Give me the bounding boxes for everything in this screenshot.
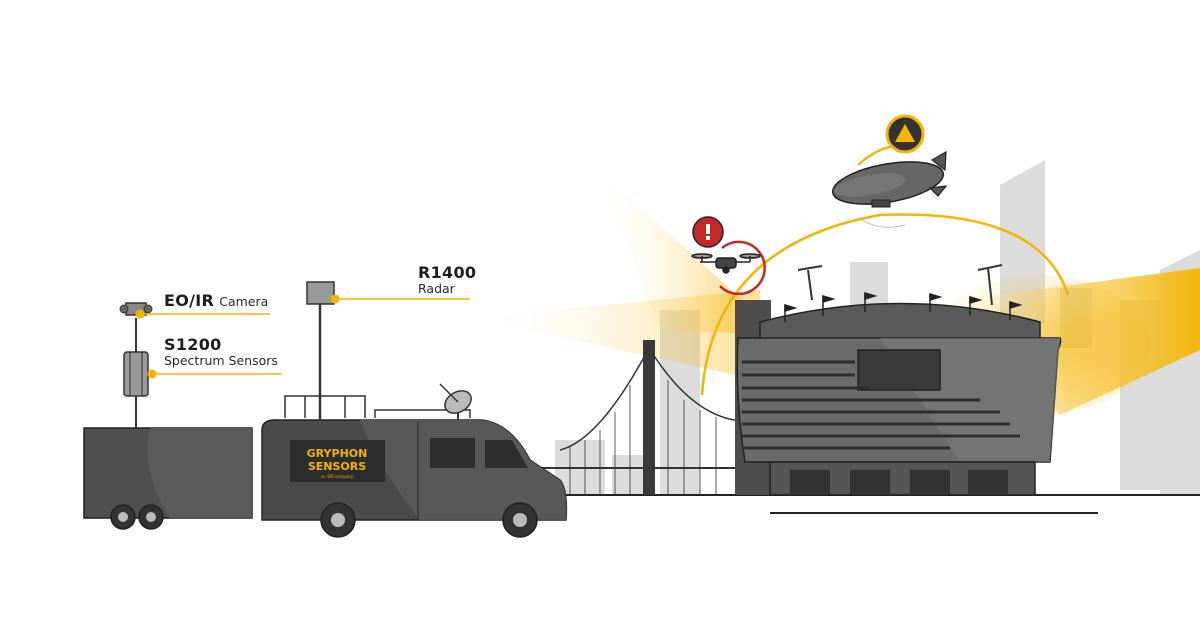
r1400-desc: Radar	[418, 281, 455, 297]
r1400-code: R1400	[418, 263, 477, 282]
r1400-label: R1400 Radar	[418, 263, 477, 297]
detection-dome-arc	[700, 213, 1070, 396]
van	[261, 281, 568, 538]
van-logo-line2: SENSORS	[308, 460, 366, 473]
stadium-building	[735, 264, 1062, 496]
eoir-desc: Camera	[219, 294, 269, 309]
eoir-camera-label: EO/IR Camera	[164, 291, 269, 310]
s1200-desc: Spectrum Sensors	[164, 353, 278, 369]
eoir-code: EO/IR	[164, 291, 215, 310]
callout-leaders	[135, 294, 470, 379]
drone-threat	[691, 216, 766, 296]
blimp	[832, 114, 948, 228]
sensor-mast	[119, 302, 153, 428]
s1200-code: S1200	[164, 335, 222, 354]
trailer	[83, 424, 253, 530]
suspension-bridge	[540, 340, 761, 495]
van-logo-line1: GRYPHON	[307, 447, 368, 460]
van-logo-tagline: an SRCcompany	[321, 474, 354, 479]
s1200-label: S1200 Spectrum Sensors	[164, 335, 278, 369]
